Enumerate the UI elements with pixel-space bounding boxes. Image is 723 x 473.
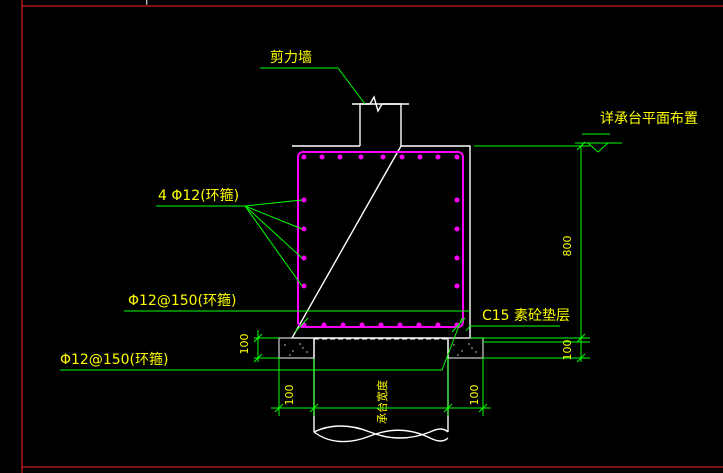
cushion-left <box>278 337 315 359</box>
elevation-triangle <box>587 142 609 153</box>
rebar-dot <box>301 283 307 289</box>
dim-tick <box>309 403 319 413</box>
dim-tick <box>576 353 586 363</box>
label-concrete-cushion: C15 素砼垫层 <box>482 308 570 324</box>
break-line <box>352 95 409 113</box>
dim-height-800: 800 <box>561 236 574 257</box>
rebar-leader-1 <box>244 199 303 207</box>
rebar-dot <box>301 255 307 261</box>
rebar-dot <box>358 154 364 160</box>
rebar-leader-4 <box>244 205 303 287</box>
top-clipped-text: · ·· · ·· ·· ··· ·· | ·· ·· ··· ··· <box>75 0 198 5</box>
shear-wall-outline <box>359 103 402 146</box>
pile-cap-width-label: 承台宽度 <box>375 380 389 424</box>
label-stirrup-bottom: Φ12@150(环箍) <box>60 351 168 368</box>
rebar-dot <box>454 154 460 160</box>
dim-tick <box>576 333 586 343</box>
rebar-dot <box>301 197 307 203</box>
shear-wall-leader <box>260 67 366 105</box>
dim-tick <box>253 333 263 343</box>
rebar-dot <box>399 154 405 160</box>
rebar-dot <box>454 283 460 289</box>
rebar-dot <box>454 226 460 232</box>
rebar-dot <box>454 322 460 328</box>
rebar-dot <box>319 154 325 160</box>
dim-cushion-left-100: 100 <box>238 334 251 355</box>
rebar-dot <box>301 154 307 160</box>
rebar-dot <box>417 154 423 160</box>
corner-tick-left <box>294 317 309 333</box>
rebar-dot <box>435 154 441 160</box>
label-shear-wall: 剪力墙 <box>270 50 312 66</box>
dim-tick <box>253 353 263 363</box>
rebar-cage <box>297 151 464 328</box>
rebar-dot <box>397 322 403 328</box>
pile-break <box>313 425 449 443</box>
rebar-dot <box>337 154 343 160</box>
corner-tick-right <box>451 317 466 333</box>
rebar-dot <box>454 255 460 261</box>
rebar-leader-3 <box>244 205 303 259</box>
dim-offset-left-100: 100 <box>283 385 296 406</box>
dim-offset-right-100: 100 <box>468 385 481 406</box>
cushion-leader <box>465 325 560 332</box>
rebar-dot <box>321 322 327 328</box>
dim-tick <box>478 403 488 413</box>
label-stirrup-top: Φ12@150(环箍) <box>128 292 236 309</box>
label-see-pile-cap-plan: 详承台平面布置 <box>600 111 698 127</box>
rebar-dots <box>301 154 460 328</box>
rebar-dot <box>301 226 307 232</box>
rebar-dot <box>454 197 460 203</box>
rebar-dot <box>380 154 386 160</box>
rebar-leader-2 <box>244 205 303 230</box>
rebar-dot <box>301 322 307 328</box>
dim-cushion-right-100: 100 <box>561 340 574 361</box>
rebar-dot <box>378 322 384 328</box>
rebar-dot <box>416 322 422 328</box>
dim-tick <box>443 403 453 413</box>
cushion-hatch <box>284 343 477 356</box>
dim-tick <box>274 403 284 413</box>
dim-tick <box>576 141 586 151</box>
stirrup-bottom-leader <box>60 317 463 371</box>
rebar-dot <box>340 322 346 328</box>
label-rebar-4phi12: 4 Φ12(环箍) <box>158 187 239 204</box>
pile-cap-outline <box>290 145 471 339</box>
rebar-dot <box>435 322 441 328</box>
rebar-dot <box>359 322 365 328</box>
